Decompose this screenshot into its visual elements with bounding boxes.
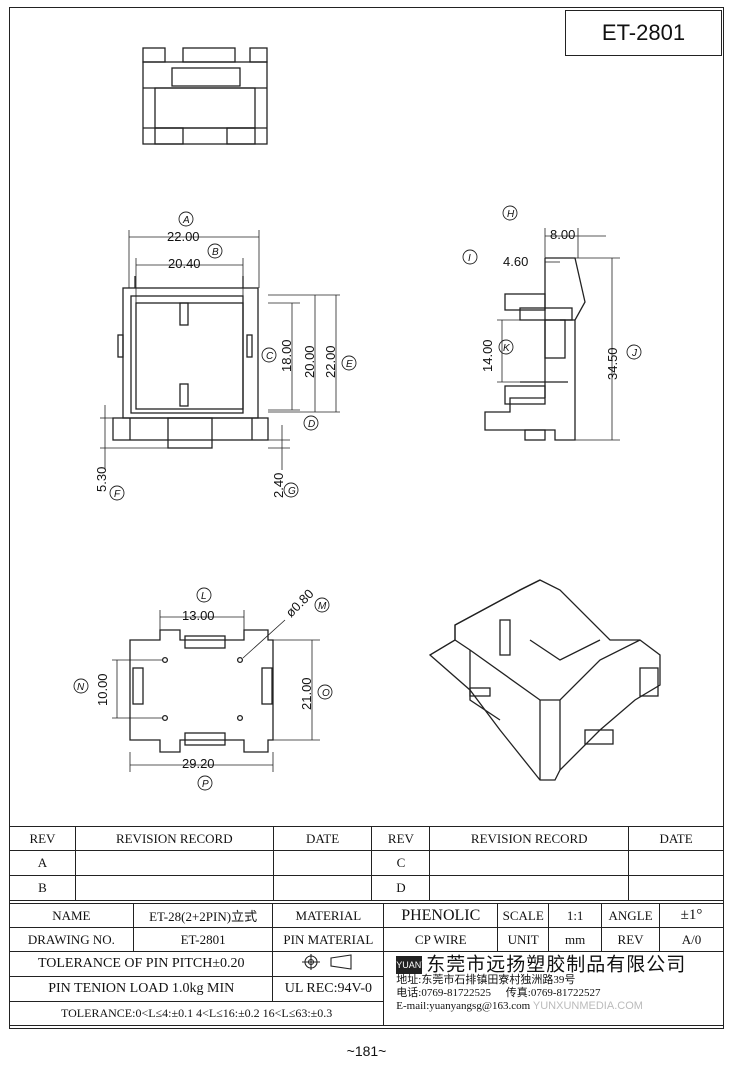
title-block: NAME ET-28(2+2PIN)立式 MATERIAL PHENOLIC S… — [8, 903, 724, 1026]
technical-drawing: 22.00 20.40 18.00 20.00 22.00 5.30 2.40 … — [73, 47, 661, 791]
rev-header-left: REV — [9, 826, 76, 851]
drawing-no-label: DRAWING NO. — [9, 927, 134, 952]
tolerance-ranges: TOLERANCE:0<L≤4:±0.1 4<L≤16:±0.2 16<L≤63… — [8, 1001, 385, 1026]
bubble-I: I — [468, 253, 471, 264]
side-view-dimensions — [497, 228, 620, 441]
bubble-B: B — [212, 247, 219, 258]
ul-rec: UL REC:94V-0 — [272, 976, 385, 1002]
record-cell — [74, 875, 274, 901]
bubble-E: E — [346, 359, 353, 370]
dim-J-value: 34.50 — [605, 347, 620, 380]
date-cell — [272, 850, 373, 876]
rev-cell: B — [9, 875, 76, 901]
bubble-F: F — [114, 489, 121, 500]
isometric-view — [428, 579, 661, 781]
drawing-frame — [9, 7, 724, 1029]
material-value: PHENOLIC — [383, 903, 499, 928]
dim-H2-value: 4.60 — [503, 254, 528, 269]
pin-material-value: CP WIRE — [383, 927, 499, 952]
date-cell — [628, 850, 724, 876]
company-name: 东莞市远扬塑胶制品有限公司 — [426, 954, 687, 976]
rev-cell: C — [371, 850, 431, 876]
dim-A-value: 22.00 — [167, 229, 200, 244]
pin-tension: PIN TENION LOAD 1.0kg MIN — [8, 976, 274, 1002]
record-cell — [429, 850, 630, 876]
dim-N-value: 10.00 — [95, 673, 110, 706]
bubble-N: N — [77, 682, 85, 693]
dim-O-value: 21.00 — [299, 677, 314, 710]
rev-label: REV — [601, 927, 661, 952]
date-cell — [272, 875, 373, 901]
dim-E-value: 22.00 — [323, 345, 338, 378]
bubble-M: M — [318, 601, 327, 612]
scale-value: 1:1 — [548, 903, 603, 928]
bubble-K: K — [503, 343, 511, 354]
dim-M-value: ø0.80 — [283, 586, 317, 620]
page-number: ~181~ — [346, 1043, 387, 1059]
bubble-G: G — [288, 486, 296, 497]
company-fax: 传真:0769-81722527 — [505, 987, 601, 999]
bubble-P: P — [202, 779, 209, 790]
angle-label: ANGLE — [601, 903, 661, 928]
company-phone: 电话:0769-81722525 — [396, 987, 492, 999]
bubble-A: A — [182, 215, 190, 226]
part-number-box: ET-2801 — [565, 10, 722, 56]
company-logo-icon: YUANYANG — [396, 956, 446, 974]
rev-header-right: REV — [371, 826, 431, 851]
dim-L-value: 13.00 — [182, 608, 215, 623]
dim-G-value: 2.40 — [271, 473, 286, 498]
dim-D-value: 20.00 — [302, 345, 317, 378]
side-view — [484, 257, 586, 441]
angle-value: ±1° — [659, 903, 724, 928]
projection-symbol-icon — [302, 954, 352, 970]
date-cell — [628, 875, 724, 901]
bubble-J: J — [631, 348, 638, 359]
drawing-no-value: ET-2801 — [132, 927, 274, 952]
dim-K-value: 14.00 — [480, 339, 495, 372]
company-address: 地址:东莞市石排镇田寮村独洲路39号 — [396, 974, 576, 986]
top-view — [142, 47, 268, 145]
company-email: E-mail:yuanyangsg@163.com — [396, 1000, 531, 1012]
name-value: ET-28(2+2PIN)立式 — [132, 903, 274, 928]
unit-value: mm — [548, 927, 603, 952]
reference-bubbles — [73, 205, 642, 791]
rev-value: A/0 — [659, 927, 724, 952]
company-contacts: 电话:0769-81722525 传真:0769-81722527 — [396, 987, 723, 1000]
front-view — [112, 276, 269, 449]
rev-cell: A — [9, 850, 76, 876]
bottom-view — [129, 629, 274, 753]
front-view-dimensions — [100, 230, 340, 470]
bubble-H: H — [507, 209, 515, 220]
bubble-D: D — [308, 419, 315, 430]
dim-C-value: 18.00 — [279, 339, 294, 372]
pin-material-label: PIN MATERIAL — [272, 927, 385, 952]
rev-cell: D — [371, 875, 431, 901]
scale-label: SCALE — [497, 903, 550, 928]
watermark-text: YUNXUNMEDIA.COM — [532, 1000, 643, 1012]
company-header: YUANYANG东莞市远扬塑胶制品有限公司 — [396, 952, 723, 976]
dim-B-value: 20.40 — [168, 256, 201, 271]
record-cell — [74, 850, 274, 876]
dim-F-value: 5.30 — [94, 467, 109, 492]
name-label: NAME — [9, 903, 134, 928]
dim-H-value: 8.00 — [550, 227, 575, 242]
unit-label: UNIT — [497, 927, 550, 952]
date-header-left: DATE — [272, 826, 373, 851]
record-header-left: REVISION RECORD — [74, 826, 274, 851]
bubble-C: C — [266, 351, 274, 362]
bubble-O: O — [322, 688, 330, 699]
material-label: MATERIAL — [272, 903, 385, 928]
tolerance-pitch: TOLERANCE OF PIN PITCH±0.20 — [8, 951, 274, 977]
bubble-L: L — [201, 591, 207, 602]
record-header-right: REVISION RECORD — [429, 826, 630, 851]
revision-table: REV REVISION RECORD DATE REV REVISION RE… — [9, 826, 724, 901]
company-block: YUANYANG东莞市远扬塑胶制品有限公司 地址:东莞市石排镇田寮村独洲路39号… — [383, 951, 724, 1026]
projection-symbol — [272, 951, 385, 977]
dim-P-value: 29.20 — [182, 756, 215, 771]
bottom-view-dimensions — [112, 610, 320, 772]
company-email-line: E-mail:yuanyangsg@163.com YUNXUNMEDIA.CO… — [396, 1000, 723, 1013]
record-cell — [429, 875, 630, 901]
date-header-right: DATE — [628, 826, 724, 851]
